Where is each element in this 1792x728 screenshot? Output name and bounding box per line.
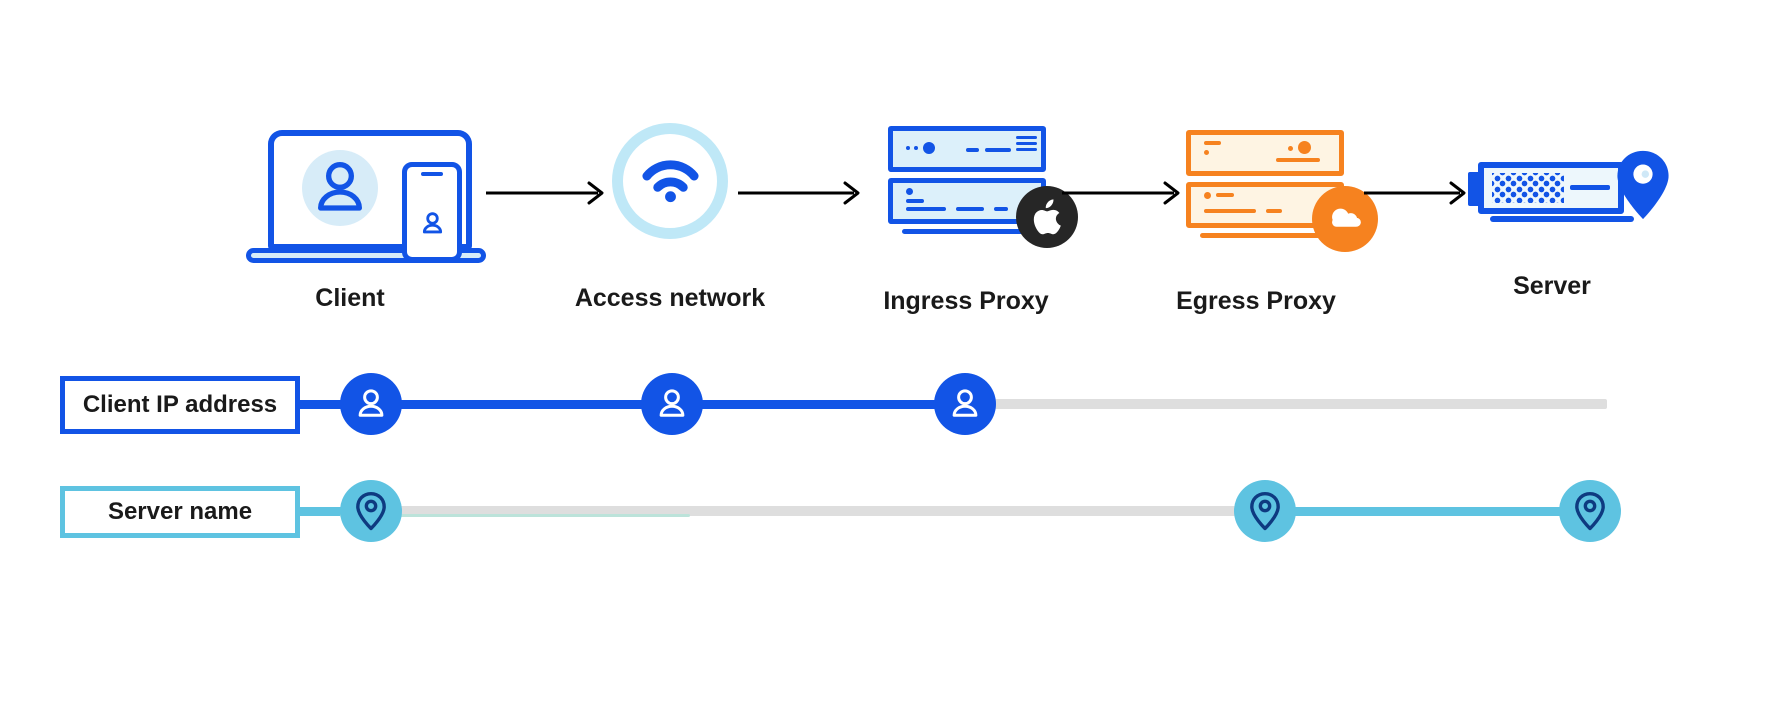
rack-shadow: [902, 229, 1052, 234]
location-pin-icon: [356, 491, 386, 530]
rack-detail: [906, 207, 946, 211]
rack-detail: [906, 146, 910, 150]
server-name-connector: [298, 507, 378, 516]
rack-detail: [1204, 192, 1211, 199]
user-marker-client: [340, 373, 402, 435]
apple-logo: [1016, 186, 1078, 248]
cloudflare-cloud-glyph: [1332, 208, 1361, 227]
rack-detail: [1276, 158, 1320, 162]
client-ip-address-label: Client IP address: [82, 391, 278, 418]
rack-detail: [1288, 146, 1293, 151]
rack-detail: [1016, 136, 1037, 139]
rack-shadow: [1200, 233, 1350, 238]
rack-detail: [906, 199, 924, 203]
user-icon: [422, 212, 443, 234]
user-marker-ingress-proxy: [934, 373, 996, 435]
rack-detail: [1216, 193, 1234, 197]
ingress-proxy-label: Ingress Proxy: [883, 287, 1049, 315]
server-label: Server: [1513, 272, 1591, 300]
server-name-hidden-segment: [371, 506, 1269, 516]
wifi-icon: [642, 160, 699, 203]
phone-icon: [402, 162, 462, 262]
client-ip-hidden-segment: [965, 399, 1607, 409]
client-label: Client: [315, 284, 385, 312]
rack-detail: [1016, 148, 1037, 151]
rack-detail: [1266, 209, 1282, 213]
access-network-label: Access network: [574, 284, 766, 312]
rack-detail: [966, 148, 979, 152]
pin-marker-egress-proxy: [1234, 480, 1296, 542]
rack-detail: [1016, 142, 1037, 145]
arrow-access-to-ingress: [738, 181, 860, 205]
server-rack-icon: [1186, 130, 1344, 176]
location-pin-icon: [1617, 150, 1669, 220]
server-dot-grid: [1492, 173, 1564, 203]
cloudflare-logo: [1312, 186, 1378, 252]
server-name-faint-line: [340, 514, 690, 517]
rack-detail: [914, 146, 918, 150]
user-marker-access-network: [641, 373, 703, 435]
user-icon: [952, 389, 978, 417]
rack-detail: [994, 207, 1008, 211]
egress-proxy-label: Egress Proxy: [1176, 287, 1336, 315]
arrow-ingress-to-egress: [1062, 181, 1180, 205]
server-tab: [1468, 172, 1480, 206]
rack-detail: [1298, 141, 1311, 154]
pin-marker-server: [1559, 480, 1621, 542]
user-icon: [659, 389, 685, 417]
location-pin-icon: [1250, 491, 1280, 530]
user-icon: [358, 389, 384, 417]
arrow-client-to-access: [486, 181, 604, 205]
location-pin-icon: [1575, 491, 1605, 530]
client-ip-visible-segment: [298, 400, 968, 409]
server-shadow: [1490, 216, 1634, 222]
user-icon: [318, 162, 362, 211]
rack-detail: [985, 148, 1011, 152]
apple-logo-glyph: [1033, 199, 1061, 235]
server-name-visible-segment: [1265, 507, 1595, 516]
server-name-label: Server name: [107, 498, 253, 525]
rack-detail: [956, 207, 984, 211]
rack-detail: [1204, 150, 1209, 155]
rack-detail: [906, 188, 913, 195]
arrow-egress-to-server: [1364, 181, 1466, 205]
pin-marker-client: [340, 480, 402, 542]
rack-detail: [1204, 141, 1221, 145]
rack-detail: [1204, 209, 1256, 213]
client-ip-address-box: Client IP address: [60, 376, 300, 434]
rack-detail: [923, 142, 935, 154]
server-name-box: Server name: [60, 486, 300, 538]
server-detail-line: [1570, 185, 1610, 190]
phone-speaker: [421, 172, 443, 176]
